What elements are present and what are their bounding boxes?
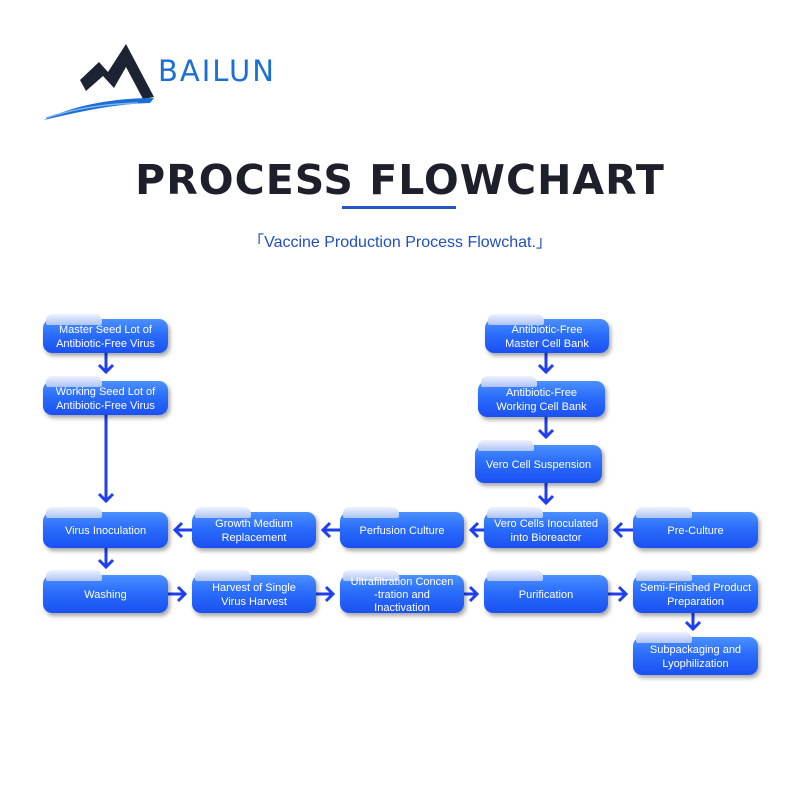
arrow-perfusion-culture-to-growth-medium-replacement	[320, 521, 340, 539]
node-label: Virus Inoculation	[64, 524, 147, 537]
page-subtitle: 「Vaccine Production Process Flowchat.」	[248, 234, 552, 251]
arrow-working-cell-bank-to-vero-cell-suspension	[537, 417, 555, 440]
arrow-washing-to-harvest	[168, 585, 188, 603]
arrow-semi-finished-product-to-subpackaging	[684, 613, 702, 632]
node-label: Vero Cell Suspension	[485, 458, 592, 471]
mountain-logo-icon	[44, 44, 154, 120]
arrow-vero-cell-suspension-to-vero-cells-inoculated	[537, 483, 555, 506]
arrow-pre-culture-to-vero-cells-inoculated	[612, 521, 633, 539]
node-label: Pre-Culture	[667, 524, 724, 537]
arrow-working-seed-lot-to-virus-inoculation	[97, 415, 115, 504]
node-label: Washing	[84, 588, 127, 601]
arrow-harvest-to-ultrafiltration	[316, 585, 336, 603]
arrow-vero-cells-inoculated-to-perfusion-culture	[468, 521, 484, 539]
bailun-logo: BAILUN	[42, 40, 292, 125]
node-label: Purification	[518, 588, 574, 601]
arrow-ultrafiltration-to-purification	[464, 585, 480, 603]
arrow-growth-medium-replacement-to-virus-inoculation	[172, 521, 192, 539]
arrow-master-cell-bank-to-working-cell-bank	[537, 353, 555, 375]
node-virus-inoculation: Virus Inoculation	[43, 507, 168, 548]
node-perfusion-culture: Perfusion Culture	[340, 507, 464, 548]
brand-name: BAILUN	[158, 54, 276, 88]
title-underline	[342, 206, 456, 209]
node-pre-culture: Pre-Culture	[633, 507, 758, 548]
page-title: PROCESS FLOWCHART	[135, 156, 665, 204]
node-ultrafiltration: Ultrafiltration Concen-tration and Inact…	[340, 570, 464, 615]
node-label: Perfusion Culture	[359, 524, 445, 537]
node-purification: Purification	[484, 570, 608, 613]
arrow-virus-inoculation-to-washing	[97, 548, 115, 570]
arrow-purification-to-semi-finished-product	[608, 585, 629, 603]
arrow-master-seed-lot-to-working-seed-lot	[97, 353, 115, 375]
node-vero-cell-suspension: Vero Cell Suspension	[475, 440, 602, 483]
node-label: Ultrafiltration Concen-tration and Inact…	[350, 575, 454, 615]
node-washing: Washing	[43, 570, 168, 613]
